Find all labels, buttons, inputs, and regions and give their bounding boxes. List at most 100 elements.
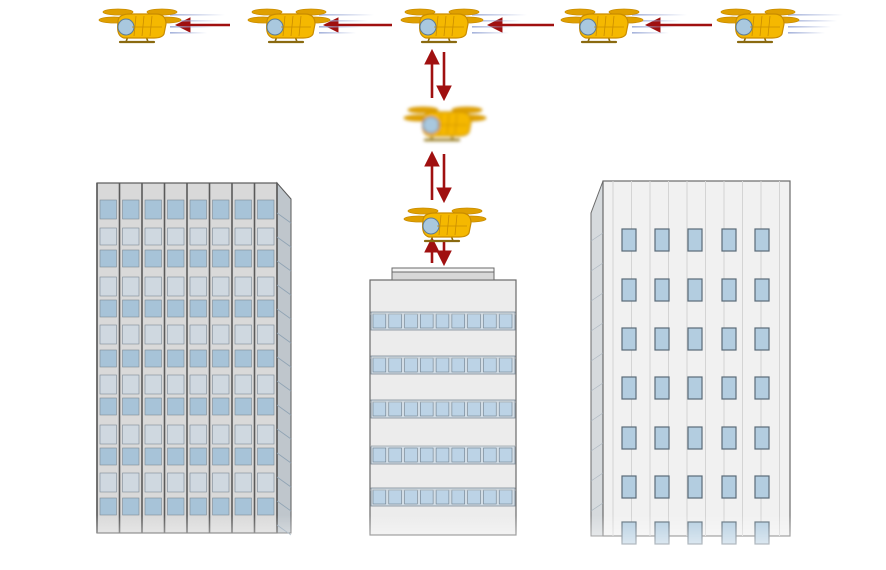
window <box>420 357 434 373</box>
panel-line <box>443 15 447 37</box>
speed-line <box>632 32 669 34</box>
window <box>721 228 737 252</box>
window <box>435 357 450 373</box>
speed-line <box>472 20 521 22</box>
side-glass-line <box>276 476 292 488</box>
window <box>212 424 230 445</box>
window <box>467 401 481 417</box>
window <box>167 472 185 493</box>
quadcopter-drone-icon <box>400 8 527 44</box>
panel-line <box>446 113 450 135</box>
window <box>144 424 162 445</box>
window <box>372 401 387 417</box>
window <box>144 497 162 516</box>
window <box>167 199 185 220</box>
window <box>99 497 117 516</box>
window <box>388 401 402 417</box>
window <box>388 313 402 329</box>
window <box>212 249 230 268</box>
window <box>483 401 497 417</box>
window <box>234 497 252 516</box>
window <box>721 426 737 450</box>
window <box>212 374 230 395</box>
side-glass-line <box>276 356 292 368</box>
window <box>212 324 230 345</box>
side-detail <box>590 382 604 392</box>
side-glass-line <box>276 452 292 464</box>
panel-line <box>454 113 458 135</box>
window <box>467 489 481 505</box>
window <box>257 374 275 395</box>
window <box>498 357 513 373</box>
speed-line <box>170 26 213 28</box>
window <box>99 472 117 493</box>
window <box>167 249 185 268</box>
side-glass-line <box>276 380 292 392</box>
window <box>122 299 140 318</box>
side-glass-line <box>276 500 292 512</box>
side-detail <box>590 472 604 482</box>
right-tower <box>590 180 791 545</box>
window <box>754 376 770 400</box>
side-glass-line <box>276 332 292 344</box>
window <box>234 397 252 416</box>
window <box>99 447 117 466</box>
window <box>687 327 703 351</box>
left-tower <box>96 181 292 536</box>
window <box>721 278 737 302</box>
speed-line <box>788 32 825 34</box>
speed-line <box>319 14 374 16</box>
quadcopter-drone-icon <box>403 106 487 142</box>
window <box>144 374 162 395</box>
window <box>144 276 162 297</box>
window <box>420 447 434 463</box>
quadcopter-drone-icon <box>716 8 843 44</box>
window <box>189 276 207 297</box>
side-glass-line <box>276 404 292 416</box>
window <box>404 313 418 329</box>
panel-line <box>446 214 450 236</box>
window <box>189 397 207 416</box>
window <box>687 475 703 499</box>
quadcopter-drone-icon <box>247 8 374 44</box>
window <box>122 199 140 220</box>
window <box>435 447 450 463</box>
window <box>122 397 140 416</box>
rotor <box>407 106 439 114</box>
rotor <box>720 8 752 16</box>
window <box>257 299 275 318</box>
window <box>621 376 637 400</box>
window <box>404 447 418 463</box>
window <box>99 397 117 416</box>
window <box>234 249 252 268</box>
window <box>621 228 637 252</box>
panel-line <box>438 113 442 135</box>
window <box>234 227 252 246</box>
window <box>122 424 140 445</box>
window <box>721 475 737 499</box>
window <box>189 324 207 345</box>
window <box>721 327 737 351</box>
window <box>167 349 185 368</box>
window <box>654 376 670 400</box>
panel-line <box>282 15 286 37</box>
window <box>621 475 637 499</box>
window <box>754 426 770 450</box>
window <box>257 424 275 445</box>
window <box>212 276 230 297</box>
window <box>99 227 117 246</box>
landing-pad <box>391 267 495 273</box>
panel-line <box>298 15 302 37</box>
window <box>654 278 670 302</box>
window <box>654 228 670 252</box>
window <box>144 472 162 493</box>
side-glass-line <box>276 260 292 272</box>
window <box>234 472 252 493</box>
window <box>404 401 418 417</box>
window <box>654 327 670 351</box>
window <box>167 299 185 318</box>
window <box>654 475 670 499</box>
rotor <box>404 8 436 16</box>
window <box>234 199 252 220</box>
